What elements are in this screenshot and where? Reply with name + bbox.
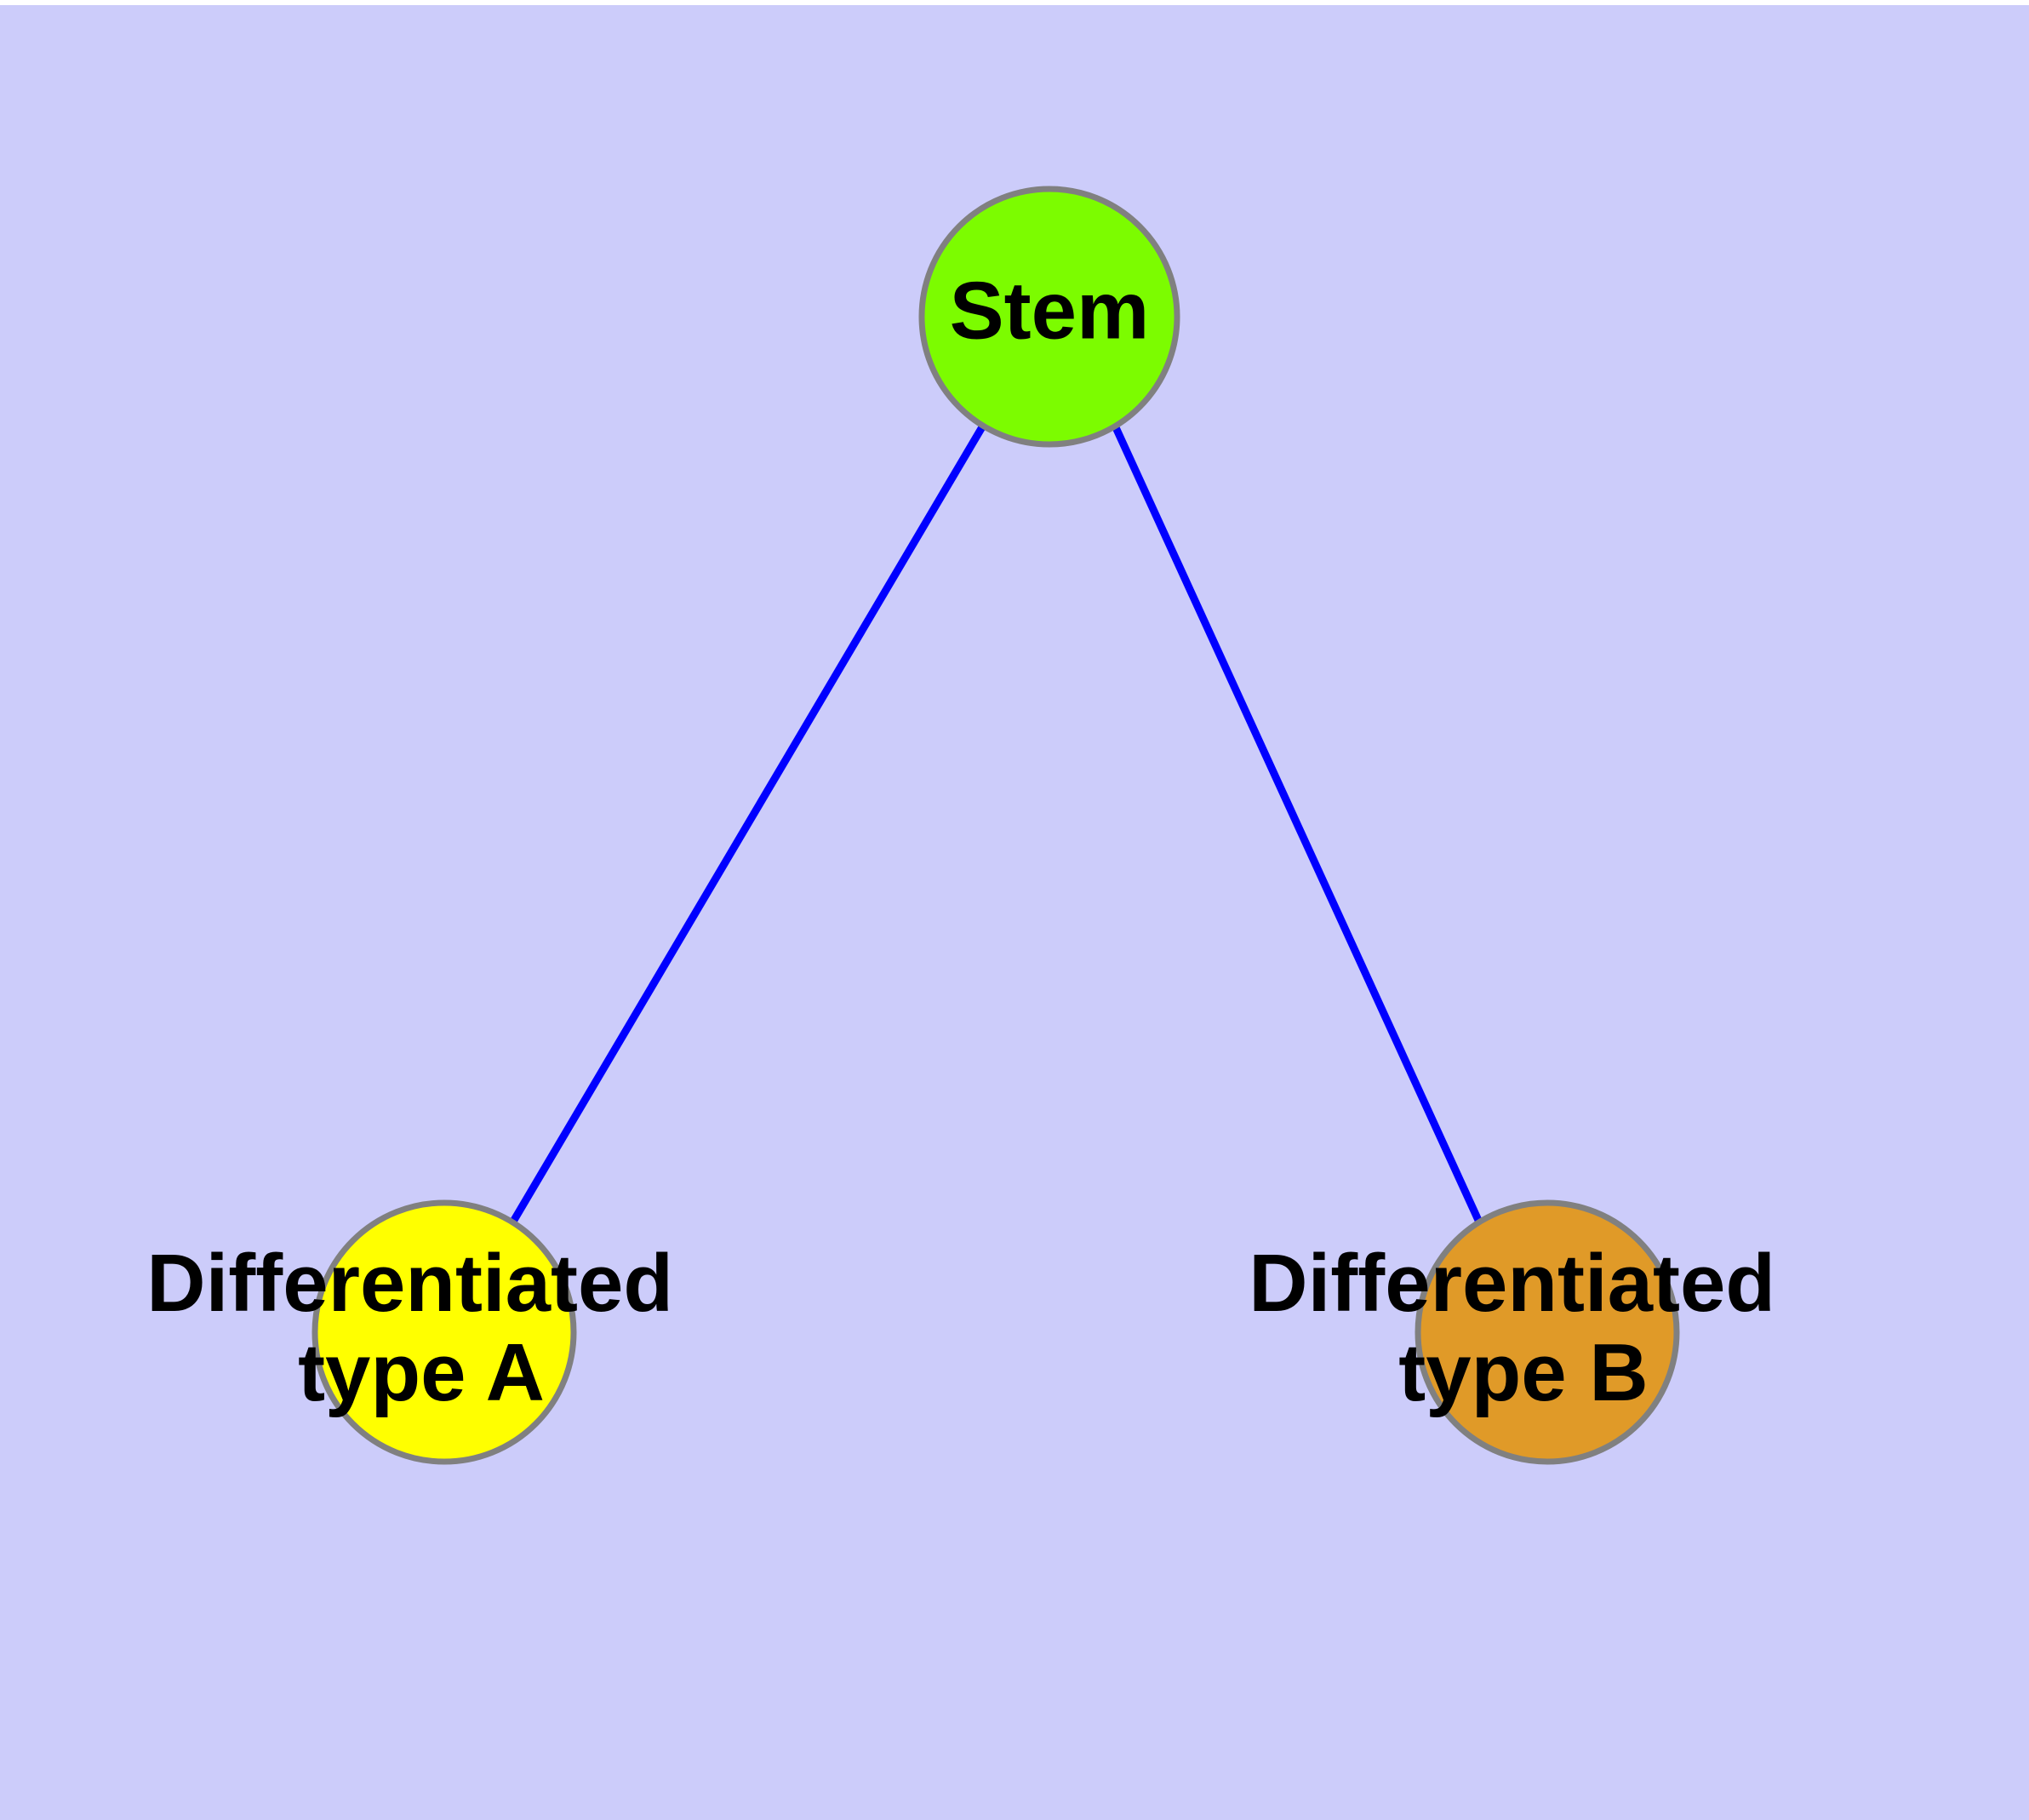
- labels-layer: Stem Differentiated type A Differentiate…: [146, 265, 1798, 1418]
- edge-stem-to-differentiated-type-b: [1111, 424, 1485, 1228]
- node-differentiated-type-a[interactable]: [311, 1199, 577, 1465]
- node-label-line: Differentiated: [146, 1238, 673, 1329]
- nodes-layer: [311, 186, 1680, 1465]
- node-label-line: type B: [1398, 1327, 1648, 1418]
- edges-layer: [507, 423, 1485, 1228]
- node-differentiated-type-b[interactable]: [1415, 1199, 1680, 1465]
- node-label-line: type A: [298, 1327, 545, 1418]
- node-label-differentiated-type-a: Differentiated type A: [146, 1238, 695, 1418]
- node-stem[interactable]: [918, 186, 1180, 448]
- edge-stem-to-differentiated-type-a: [507, 423, 986, 1228]
- node-label-line: Differentiated: [1249, 1238, 1775, 1329]
- node-label-differentiated-type-b: Differentiated type B: [1249, 1238, 1798, 1418]
- node-label-stem: Stem: [950, 265, 1150, 356]
